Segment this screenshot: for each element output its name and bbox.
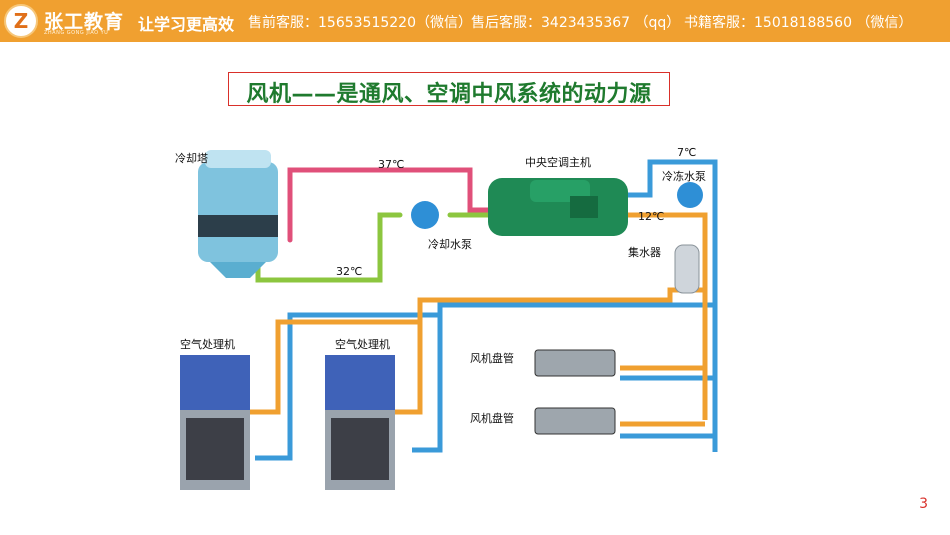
temp-32: 32℃ [336,265,362,278]
fan-coil-unit-1 [534,349,616,377]
cooling-pump-icon [411,201,439,229]
header-bar: Z 张工教育 ZHANG GONG JIAO YU 让学习更高效 售前客服：15… [0,0,950,42]
chilled-return-ahu1 [245,319,420,415]
temp-7: 7℃ [677,146,696,159]
books-contact: 书籍客服：15018188560 （微信） [684,15,913,31]
chilled-pump-icon [677,182,703,208]
brand-name: 张工教育 [44,11,125,33]
fan-coil-unit-2 [534,407,616,435]
slogan: 让学习更高效 [138,15,235,34]
slide-title-box: 风机——是通风、空调中风系统的动力源 [228,72,670,107]
chilled-supply-h [412,302,715,453]
chilled-supply-ahu1 [255,312,440,461]
ahu2-top [325,355,395,410]
chiller-body [488,178,628,236]
cooling-tower-basin [210,262,266,278]
chiller-unit [488,178,628,236]
cooling-pump-label: 冷却水泵 [428,238,472,251]
brand-subtitle: ZHANG GONG JIAO YU [44,30,109,36]
water-collector [674,244,700,294]
temp-12: 12℃ [638,210,664,223]
hvac-system-diagram: 冷却塔 中央空调主机 冷却水泵 冷冻水泵 集水器 空气处理机 空气处理机 风机盘… [175,146,718,490]
page-number: 3 [919,496,928,512]
air-handling-unit-2 [325,355,395,490]
cooling-tower-label: 冷却塔 [175,152,208,165]
ahu2-grille [331,418,389,480]
hot-pipe [287,167,493,243]
cooling-tower-top [205,150,271,168]
temp-37: 37℃ [378,158,404,171]
cooling-tower [198,150,278,278]
ahu1-label: 空气处理机 [180,337,235,351]
slide-title: 风机——是通风、空调中风系统的动力源 [246,82,652,107]
chilled-return-main [395,212,708,415]
chiller-panel [570,196,598,218]
chilled-pump-label: 冷冻水泵 [662,169,706,183]
chilled-supply-main [625,159,718,452]
presale-contact: 售前客服：15653515220（微信） [248,15,472,31]
cooling-tower-body [198,162,278,262]
aftersale-contact: 售后客服：3423435367 （qq） [471,15,681,31]
warm-pipe [255,212,403,283]
cooling-tower-grille [198,215,278,237]
logo-icon: Z [4,4,38,38]
ahu1-top [180,355,250,410]
ahu1-grille [186,418,244,480]
air-handling-unit-1 [180,355,250,490]
chiller-label: 中央空调主机 [525,155,591,169]
chilled-water-pipes [245,159,718,461]
fcu1-label: 风机盘管 [470,351,514,365]
water-collector-label: 集水器 [628,245,661,259]
cooling-water-pipes [255,167,493,283]
ahu2-label: 空气处理机 [335,337,390,351]
fcu2-label: 风机盘管 [470,411,514,425]
